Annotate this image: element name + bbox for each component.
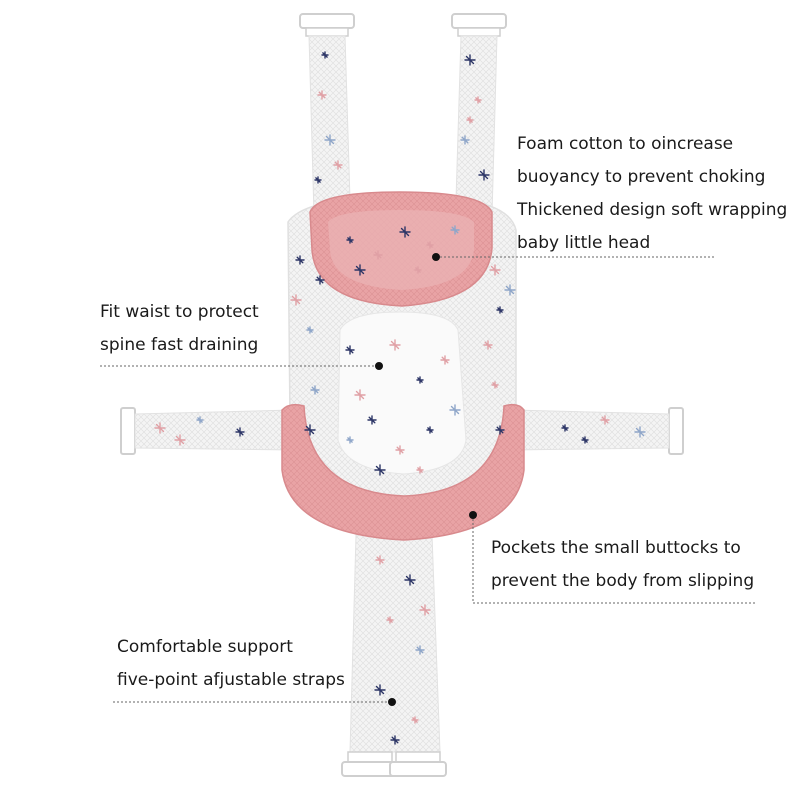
- star-mark: [426, 426, 434, 434]
- star-mark: [386, 616, 394, 624]
- star-mark: [483, 340, 493, 350]
- star-mark: [464, 54, 476, 66]
- top-right-strap: [455, 35, 498, 216]
- star-mark: [416, 466, 424, 474]
- star-mark: [399, 226, 411, 238]
- star-mark: [373, 250, 383, 260]
- star-mark: [426, 241, 434, 249]
- star-mark: [449, 404, 461, 416]
- star-mark: [310, 385, 320, 395]
- star-mark: [333, 160, 343, 170]
- star-mark: [315, 275, 325, 285]
- callout-buttocks-pocket: Pockets the small buttocks to prevent th…: [491, 532, 754, 598]
- callout-line: prevent the body from slipping: [491, 571, 755, 591]
- star-mark: [561, 424, 569, 432]
- star-mark: [495, 425, 505, 435]
- callout-line: Comfortable support: [117, 637, 293, 657]
- bottom-strap: [349, 534, 441, 753]
- star-mark: [474, 96, 482, 104]
- top-right-hook: [451, 13, 507, 37]
- seat-inner-area: [337, 311, 467, 475]
- star-mark: [304, 424, 316, 436]
- star-mark: [346, 436, 354, 444]
- star-mark: [600, 415, 610, 425]
- leader-buttocks: [469, 511, 757, 604]
- star-mark: [419, 604, 431, 616]
- star-mark: [367, 415, 377, 425]
- left-hook: [120, 407, 136, 455]
- star-mark: [295, 255, 305, 265]
- star-mark: [496, 306, 504, 314]
- star-mark: [404, 574, 416, 586]
- star-mark: [634, 426, 646, 438]
- head-cushion-inner: [328, 210, 474, 290]
- star-mark: [389, 339, 401, 351]
- callout-line: Foam cotton to oincrease: [517, 134, 734, 154]
- callout-straps: Comfortable support five-point afjustabl…: [117, 631, 345, 697]
- buttocks-cushion: [281, 403, 525, 541]
- right-hook: [668, 407, 684, 455]
- star-mark: [581, 436, 589, 444]
- star-mark: [450, 225, 460, 235]
- star-mark: [345, 345, 355, 355]
- star-mark: [374, 684, 386, 696]
- star-pattern: [154, 51, 646, 745]
- callout-waist: Fit waist to protect spine fast draining: [100, 296, 259, 362]
- star-mark: [354, 264, 366, 276]
- star-mark: [415, 645, 425, 655]
- star-mark: [235, 427, 245, 437]
- callout-line: baby little head: [517, 233, 651, 253]
- star-mark: [290, 294, 302, 306]
- leader-head: [432, 253, 716, 261]
- callout-head-cushion: Foam cotton to oincrease buoyancy to pre…: [517, 128, 787, 260]
- star-mark: [354, 389, 366, 401]
- top-left-hook: [299, 13, 355, 37]
- star-mark: [346, 236, 354, 244]
- star-mark: [414, 266, 422, 274]
- star-mark: [411, 716, 419, 724]
- star-mark: [416, 376, 424, 384]
- callout-line: buoyancy to prevent choking: [517, 167, 766, 187]
- star-mark: [395, 445, 405, 455]
- star-mark: [390, 735, 400, 745]
- callout-line: five-point afjustable straps: [117, 670, 345, 690]
- bottom-right-hook: [389, 751, 447, 777]
- callout-line: Thickened design soft wrapping: [517, 200, 788, 220]
- leader-waist: [100, 362, 383, 370]
- leader-straps: [113, 698, 396, 706]
- star-mark: [440, 355, 450, 365]
- star-mark: [321, 51, 329, 59]
- star-mark: [504, 284, 516, 296]
- star-mark: [154, 422, 166, 434]
- star-mark: [314, 176, 322, 184]
- callout-line: Pockets the small buttocks to: [491, 538, 741, 558]
- star-mark: [317, 90, 327, 100]
- star-mark: [196, 416, 204, 424]
- star-mark: [324, 134, 336, 146]
- star-mark: [306, 326, 314, 334]
- star-mark: [460, 135, 470, 145]
- star-mark: [491, 381, 499, 389]
- callout-line: spine fast draining: [100, 335, 259, 355]
- left-side-strap: [134, 409, 297, 451]
- star-mark: [375, 555, 385, 565]
- star-mark: [489, 264, 501, 276]
- callout-line: Fit waist to protect: [100, 302, 259, 322]
- star-mark: [174, 434, 186, 446]
- right-side-strap: [509, 409, 670, 451]
- star-mark: [466, 116, 474, 124]
- star-mark: [478, 169, 490, 181]
- star-mark: [374, 464, 386, 476]
- top-left-strap: [308, 35, 351, 216]
